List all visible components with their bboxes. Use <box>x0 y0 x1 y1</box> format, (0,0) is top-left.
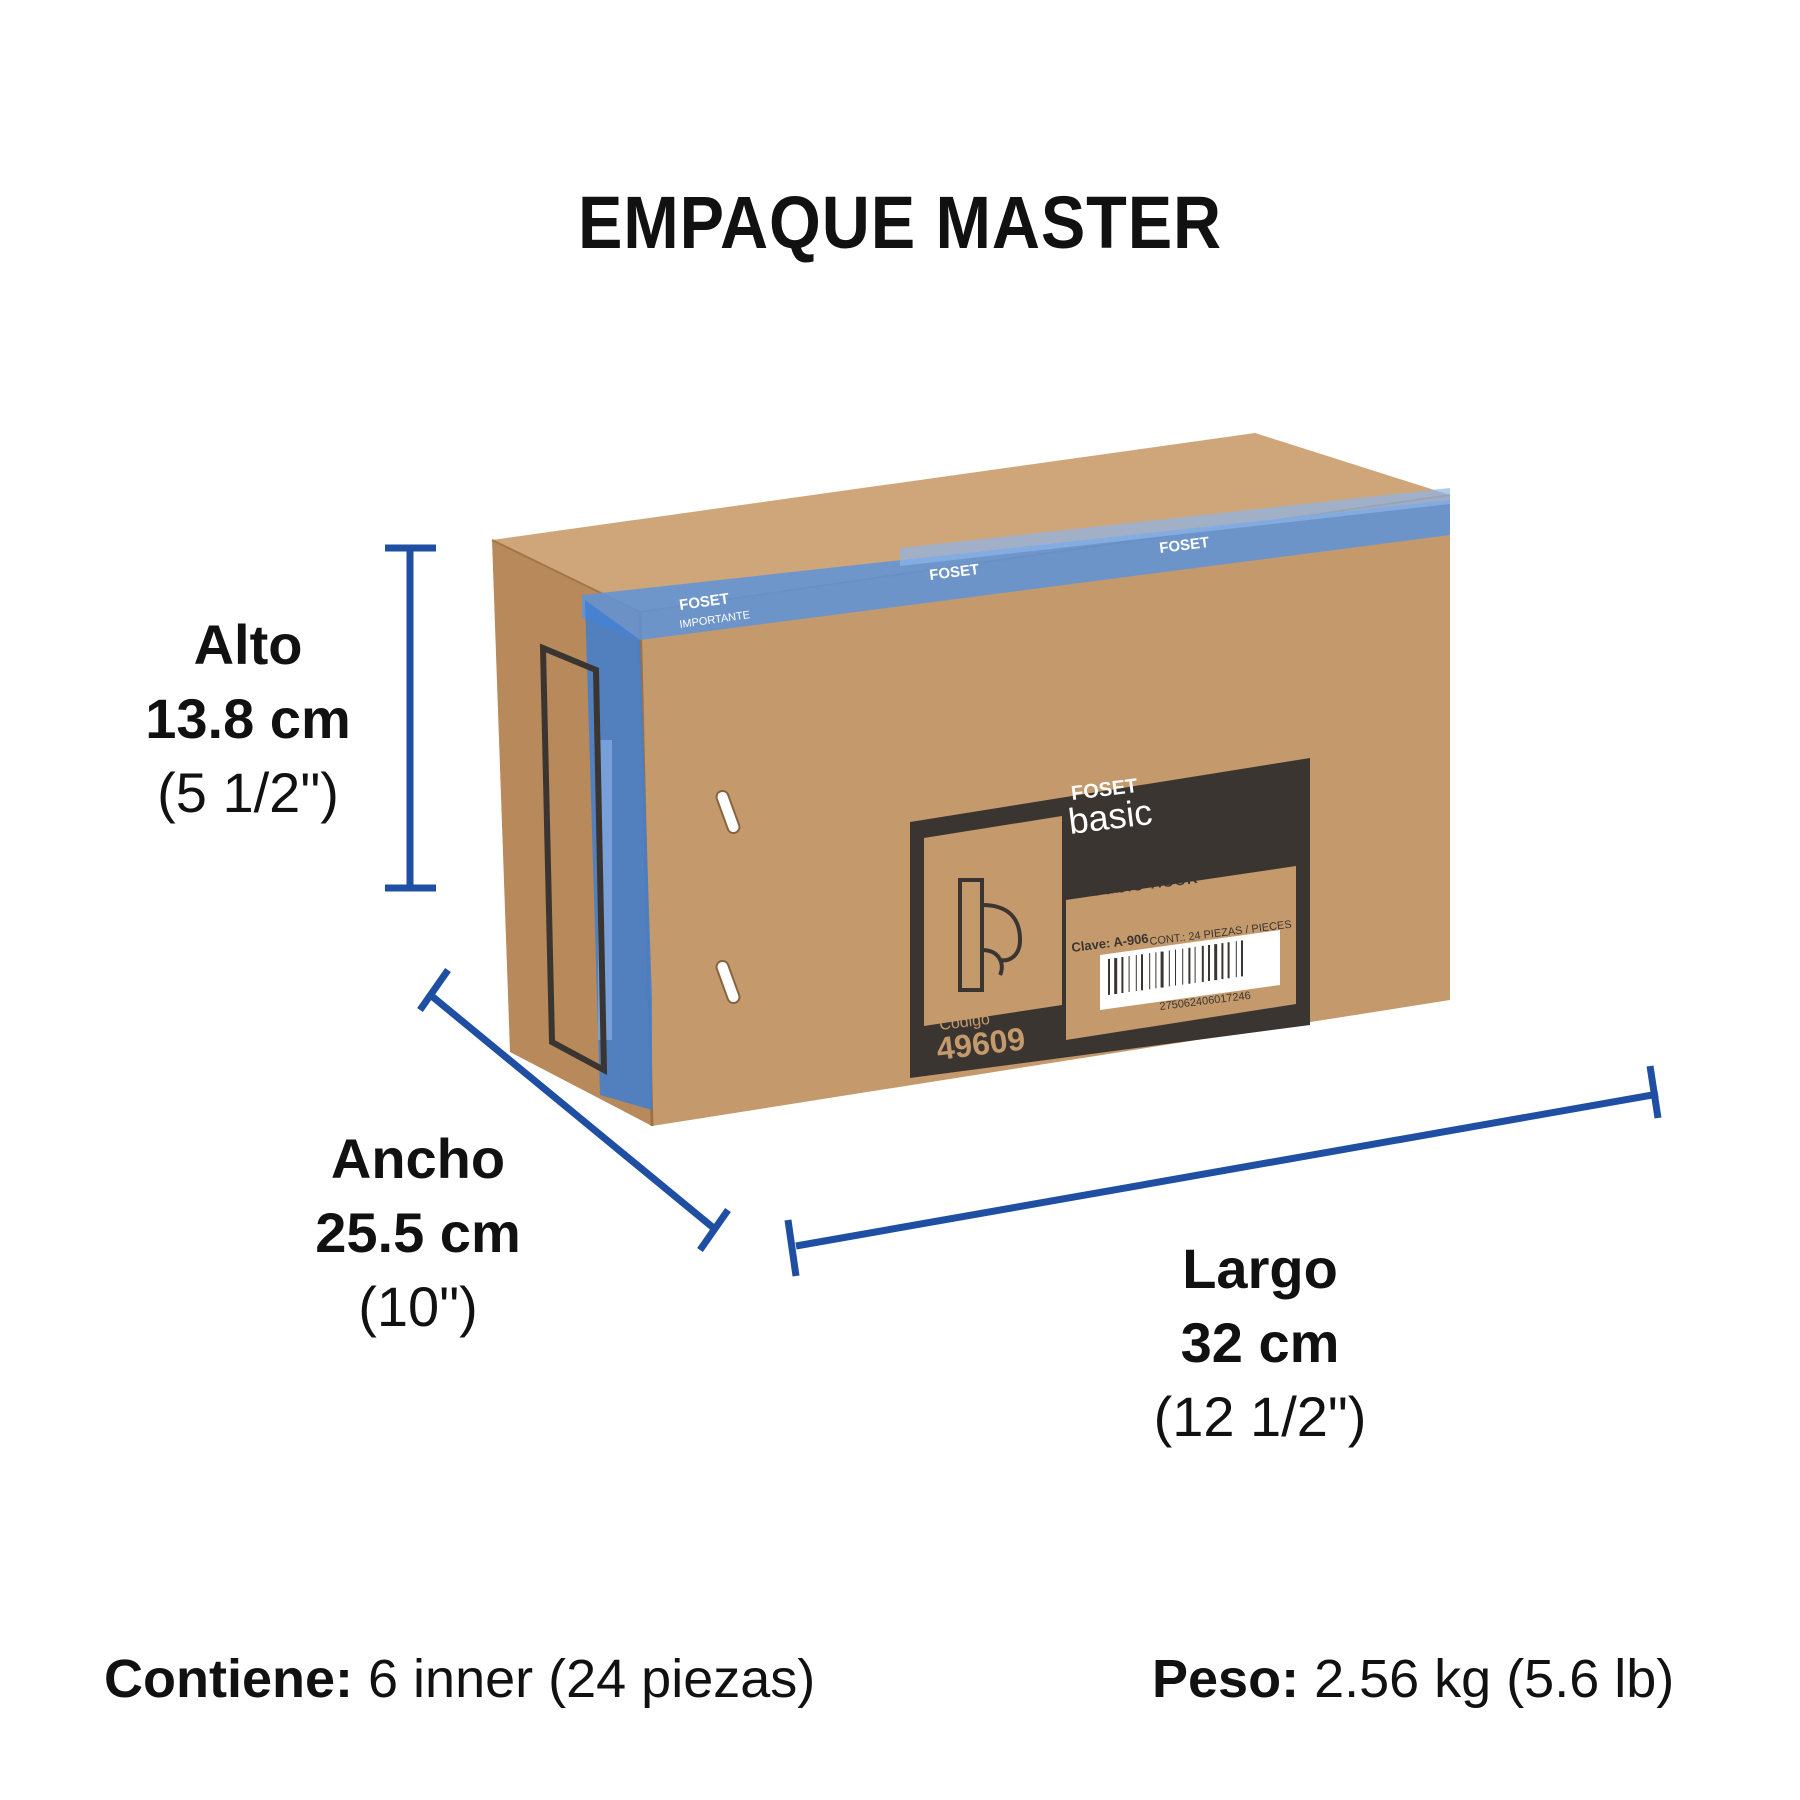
tape-top <box>582 500 1450 640</box>
barcode-bar <box>1141 954 1143 991</box>
contiene-key: Contiene: <box>104 1649 353 1709</box>
barcode-bar <box>1201 945 1204 982</box>
ancho-label: Ancho 25.5 cm (10") <box>238 1122 598 1344</box>
barcode-bar <box>1235 941 1237 978</box>
largo-imperial: (12 1/2") <box>1153 1385 1367 1448</box>
ancho-name: Ancho <box>330 1127 506 1190</box>
barcode-bar <box>1241 940 1243 977</box>
ancho-measure-line <box>417 967 731 1253</box>
barcode-bar <box>1221 943 1224 980</box>
barcode-bar <box>1182 948 1184 985</box>
tape-brand-3: FOSET <box>1158 534 1210 557</box>
largo-label: Largo 32 cm (12 1/2") <box>1080 1232 1440 1454</box>
barcode-bar <box>1114 958 1118 995</box>
page-title: EMPAQUE MASTER <box>577 181 1223 264</box>
alto-label: Alto 13.8 cm (5 1/2") <box>68 608 428 830</box>
largo-name: Largo <box>1182 1237 1338 1300</box>
barcode-bar <box>1155 952 1157 989</box>
side-label-panel <box>539 643 608 1076</box>
box-top-face <box>492 433 1450 612</box>
box-codigo-label: Código <box>938 1011 990 1034</box>
tape-brand: FOSET <box>678 590 730 614</box>
barcode-bar <box>1160 951 1164 988</box>
front-label <box>910 758 1310 1078</box>
peso-value: 2.56 kg (5.6 lb) <box>1299 1649 1675 1709</box>
tape-brand-2: FOSET <box>928 561 980 584</box>
barcode-bar <box>1214 944 1218 981</box>
largo-measure-line <box>784 1065 1662 1277</box>
alto-name: Alto <box>193 613 303 676</box>
barcode-bar <box>1135 955 1137 992</box>
box-line: basic <box>1066 791 1154 842</box>
barcode-bar <box>1194 946 1196 983</box>
barcode-bar <box>1149 953 1151 990</box>
barcode-bar <box>1227 942 1230 979</box>
barcode-bar <box>1108 958 1110 995</box>
barcode-bar <box>1128 956 1130 993</box>
alto-imperial: (5 1/2") <box>157 761 339 824</box>
peso-key: Peso: <box>1152 1649 1300 1709</box>
barcode-bar <box>1208 944 1210 981</box>
largo-metric: 32 cm <box>1180 1311 1340 1374</box>
ancho-imperial: (10") <box>358 1275 478 1338</box>
peso-info: Peso: 2.56 kg (5.6 lb) <box>1152 1648 1674 1710</box>
barcode-bar <box>1121 957 1124 994</box>
ancho-metric: 25.5 cm <box>315 1201 521 1264</box>
barcode-bar <box>1168 950 1170 987</box>
contiene-info: Contiene: 6 inner (24 piezas) <box>104 1648 815 1710</box>
barcode-bar <box>1188 947 1191 984</box>
barcode-bar <box>1175 949 1176 986</box>
alto-measure-line <box>385 544 436 892</box>
alto-metric: 13.8 cm <box>145 687 351 750</box>
barcode <box>1100 930 1280 1010</box>
contiene-value: 6 inner (24 piezas) <box>353 1649 816 1709</box>
